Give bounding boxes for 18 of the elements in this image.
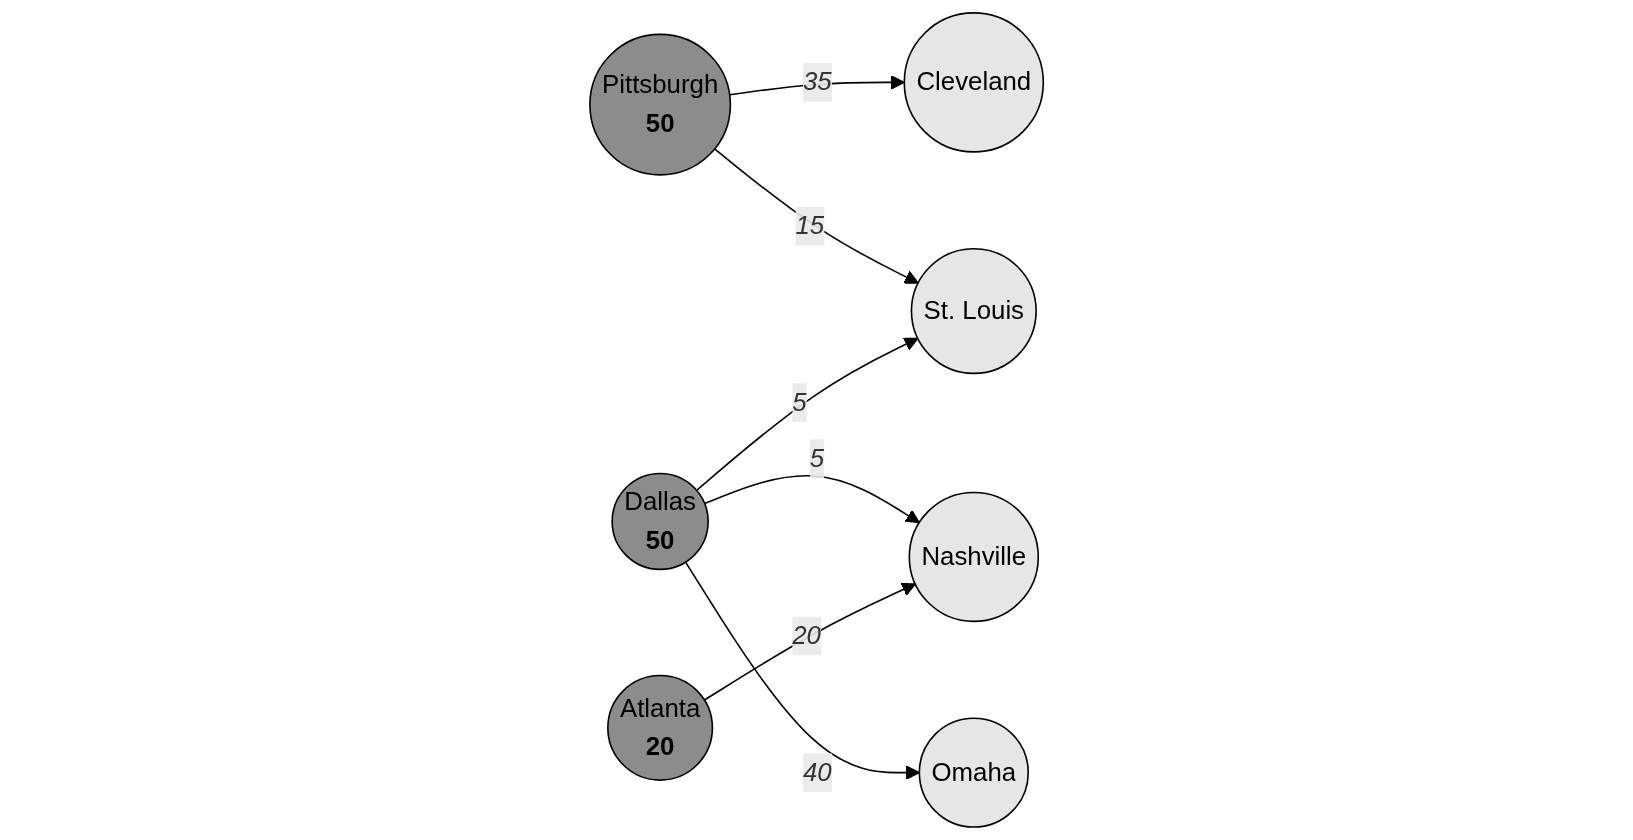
node-circle: Omaha bbox=[918, 717, 1029, 828]
node-circle: Cleveland bbox=[903, 12, 1044, 153]
node-circle: Atlanta 20 bbox=[606, 674, 714, 781]
node-circle: Dallas 50 bbox=[611, 472, 709, 571]
edge-label: 20 bbox=[792, 621, 821, 649]
edge-label: 35 bbox=[802, 67, 832, 96]
arrow bbox=[684, 561, 920, 780]
arrow bbox=[703, 474, 920, 524]
arrow bbox=[713, 148, 919, 284]
node-circle: St. Louis bbox=[910, 247, 1037, 375]
edge-label: 5 bbox=[809, 444, 824, 472]
edge-label: 15 bbox=[795, 211, 825, 240]
arrow bbox=[703, 582, 916, 701]
node-circle: Pittsburgh 50 bbox=[589, 33, 732, 176]
edge-label: 40 bbox=[802, 758, 832, 786]
node-circle: Nashville bbox=[908, 491, 1039, 623]
arrow bbox=[695, 337, 919, 492]
edge-label: 5 bbox=[792, 388, 807, 416]
